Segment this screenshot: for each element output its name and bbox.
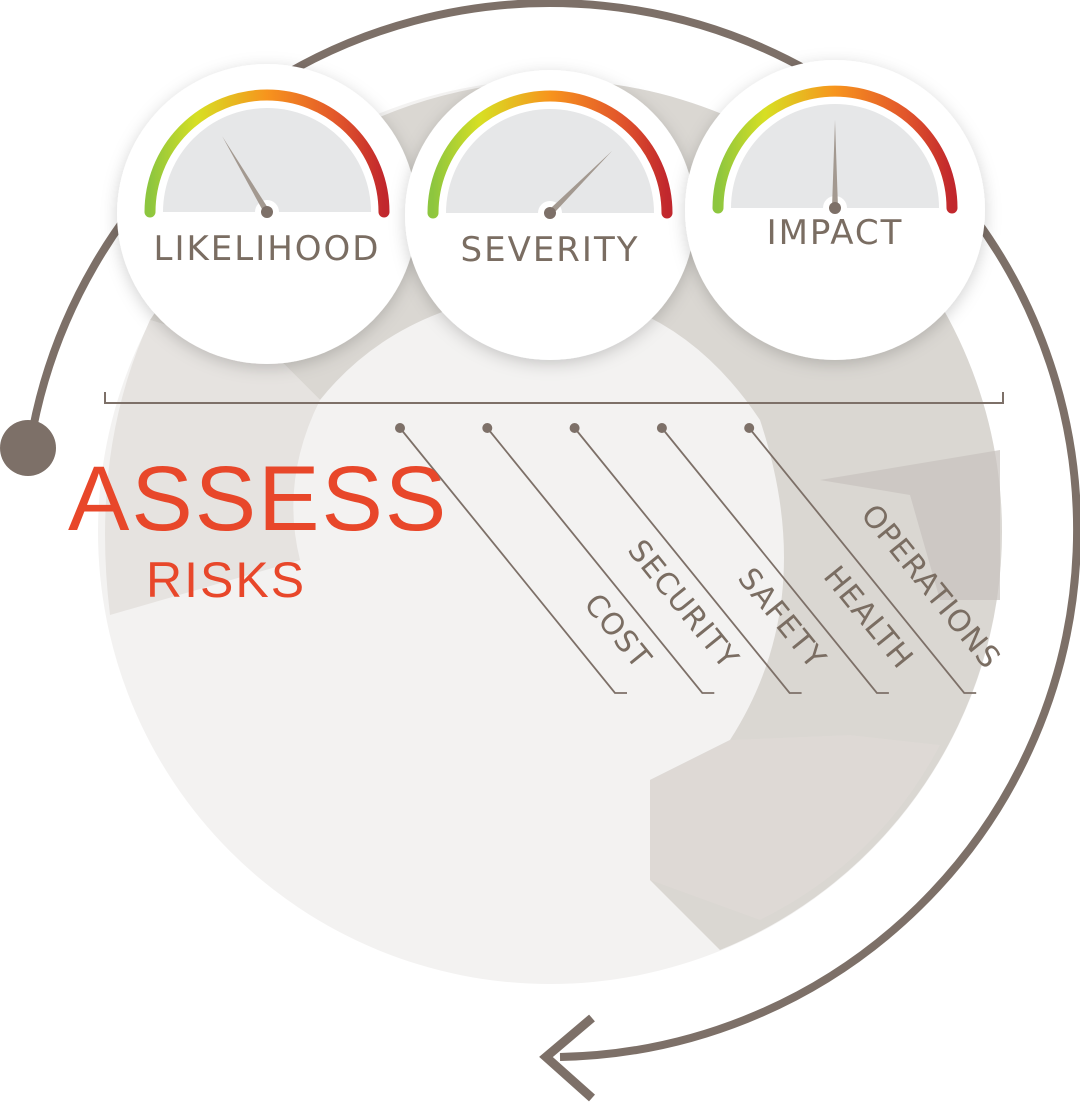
category-leader-line — [573, 427, 802, 694]
title-risks: RISKS — [146, 552, 306, 608]
gauge-needle — [547, 150, 613, 216]
gauges: LIKELIHOOD SEVERITY IMPACT — [117, 60, 985, 364]
cycle-start-dot — [0, 420, 56, 476]
gauge-likelihood: LIKELIHOOD — [117, 64, 417, 364]
category-leader-line — [748, 427, 977, 694]
gauge-pivot — [261, 206, 273, 218]
gauge-needle — [832, 120, 838, 208]
gauge-label: IMPACT — [767, 213, 904, 253]
category-leader-line — [486, 427, 715, 694]
gauge-label: SEVERITY — [461, 230, 640, 270]
gauge-dial — [163, 108, 371, 212]
arrowhead-icon — [539, 1014, 595, 1102]
gauge-pivot — [829, 202, 841, 214]
gauge-severity: SEVERITY — [405, 70, 695, 360]
gauge-dial — [446, 109, 654, 213]
category-leader-line — [399, 427, 627, 694]
gauge-impact: IMPACT — [685, 60, 985, 360]
category-bracket — [104, 392, 1004, 404]
gauge-label: LIKELIHOOD — [154, 229, 381, 269]
gauge-scale-arc — [712, 85, 958, 214]
gauge-pivot — [544, 207, 556, 219]
gauge-needle — [222, 136, 270, 214]
gauge-scale-arc — [427, 90, 673, 219]
category-leader-line — [661, 427, 889, 694]
title-assess: ASSESS — [68, 448, 448, 550]
gauge-scale-arc — [144, 89, 390, 218]
